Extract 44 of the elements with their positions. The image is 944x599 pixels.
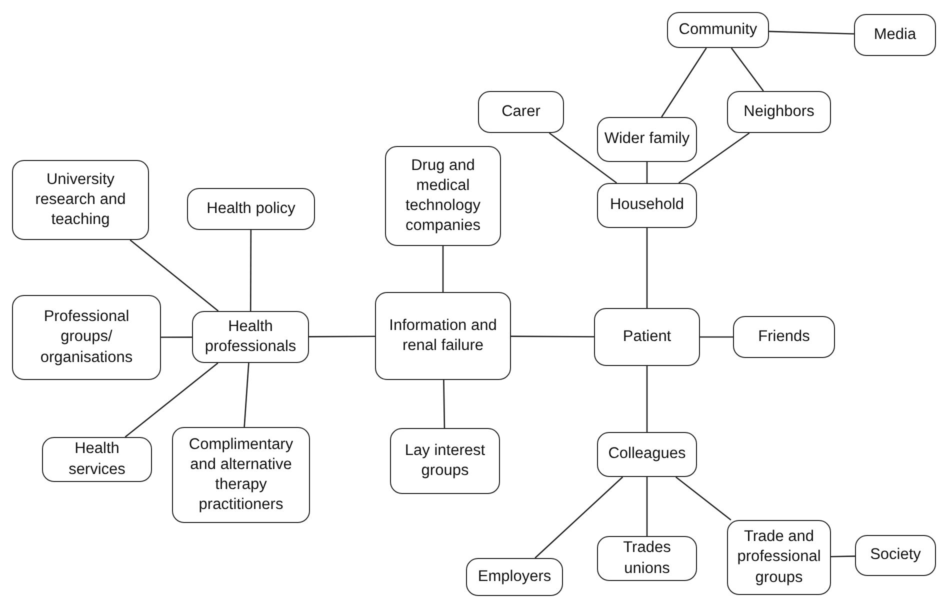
connector-line — [646, 228, 648, 308]
connector-line — [244, 362, 250, 428]
connector-line — [548, 132, 618, 184]
connector-line — [675, 476, 732, 521]
rounded-box: Trade and professional groups — [727, 520, 831, 595]
rounded-box: Information and renal failure — [375, 292, 511, 380]
connector-line — [661, 48, 707, 118]
connector-line — [646, 366, 648, 432]
rounded-box: Friends — [733, 316, 835, 358]
connector-line — [250, 230, 252, 311]
rounded-box: University research and teaching — [12, 160, 149, 240]
rounded-box: Drug and medical technology companies — [385, 146, 501, 246]
connector-line — [443, 380, 446, 428]
rounded-box: Media — [854, 14, 936, 56]
connector-line — [130, 240, 219, 312]
rounded-box: Society — [855, 535, 936, 576]
connector-line — [124, 362, 218, 438]
rounded-box: Neighbors — [727, 91, 831, 133]
connector-line — [730, 48, 764, 92]
connector-line — [831, 556, 856, 558]
rounded-box: Complimentary and alternative therapy practitioners — [172, 427, 310, 523]
connector-line — [534, 476, 624, 558]
rounded-box: Trades unions — [597, 536, 697, 581]
rounded-box: Community — [667, 12, 769, 48]
connector-line — [646, 162, 648, 183]
rounded-box: Patient — [594, 308, 700, 366]
rounded-box: Professional groups/ organisations — [12, 295, 161, 380]
connector-line — [678, 132, 750, 184]
connector-line — [700, 336, 733, 338]
rounded-box: Employers — [466, 558, 563, 596]
rounded-box: Health services — [42, 437, 152, 482]
rounded-box: Health professionals — [192, 311, 309, 363]
rounded-box: Colleagues — [597, 432, 697, 477]
rounded-box: Carer — [478, 91, 564, 133]
connector-line — [442, 246, 444, 292]
rounded-box: Wider family — [597, 117, 697, 162]
connector-line — [768, 30, 854, 34]
connector-line — [161, 336, 192, 338]
connector-line — [646, 477, 648, 536]
rounded-box: Household — [597, 183, 697, 228]
connector-line — [309, 336, 375, 338]
connector-line — [511, 336, 594, 338]
rounded-box: Health policy — [187, 188, 315, 230]
rounded-box: Lay interest groups — [390, 428, 500, 494]
